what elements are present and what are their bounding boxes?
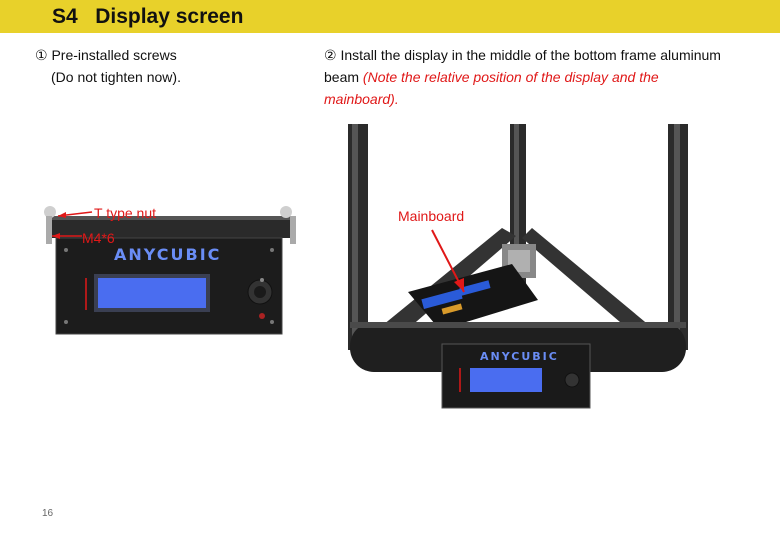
left-screw-icon bbox=[44, 206, 56, 218]
printer-knob-icon bbox=[564, 372, 580, 388]
printer-brand-logo: ANYCUBIC bbox=[480, 350, 559, 363]
step-1-line-1: ① Pre-installed screws bbox=[35, 47, 177, 63]
m4-screw-label: M4*6 bbox=[82, 230, 115, 246]
display-brand-logo: ANYCUBIC bbox=[114, 245, 221, 264]
header-bar bbox=[0, 0, 780, 33]
step-1-text: ① Pre-installed screws (Do not tighten n… bbox=[35, 44, 181, 88]
step-1-line-2: (Do not tighten now). bbox=[51, 69, 181, 85]
printer-lcd-screen bbox=[470, 368, 542, 392]
printer-figure: ANYCUBIC bbox=[348, 124, 688, 409]
right-screw-icon bbox=[280, 206, 292, 218]
step-2-text: ② Install the display in the middle of t… bbox=[324, 44, 724, 110]
step-2-instruction: ② Install the display in the middle of t… bbox=[324, 47, 721, 85]
mainboard bbox=[408, 264, 538, 330]
step-2-note: (Note the relative position of the displ… bbox=[324, 69, 659, 107]
section-title: S4 Display screen bbox=[52, 5, 244, 28]
display-module-figure: ANYCUBIC bbox=[44, 206, 296, 335]
t-type-nut-label: T type nut bbox=[94, 205, 157, 221]
mainboard-label: Mainboard bbox=[398, 208, 465, 224]
lcd-screen bbox=[98, 278, 206, 308]
page-number: 16 bbox=[42, 508, 54, 519]
